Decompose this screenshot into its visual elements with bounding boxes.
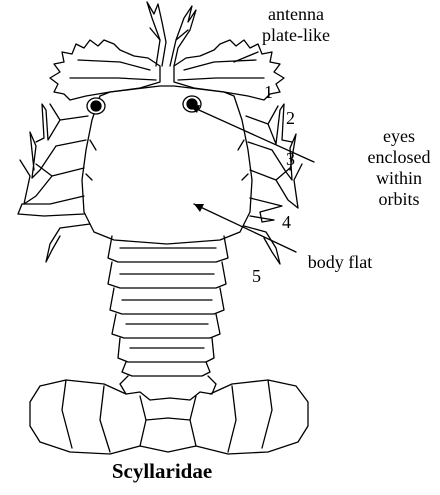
antennules	[147, 2, 196, 66]
leg-number-2: 2	[286, 108, 295, 128]
leg-number-4: 4	[282, 212, 291, 232]
body-label: body flat	[300, 252, 380, 273]
eyes-label-line-1: eyes	[358, 126, 440, 147]
legs-left	[18, 104, 90, 262]
eyes-label: eyes enclosed within orbits	[358, 126, 440, 210]
antenna-label-line-2: plate-like	[256, 25, 336, 46]
eyes-label-line-2: enclosed	[358, 147, 440, 168]
carapace	[82, 86, 252, 244]
antenna-label-line-1: antenna	[256, 4, 336, 25]
body-pointer-line	[194, 204, 296, 252]
eyes-label-line-4: orbits	[358, 189, 440, 210]
abdomen	[108, 236, 228, 376]
legs-right	[244, 104, 302, 264]
tail-fan	[30, 376, 308, 454]
eyes-label-line-3: within	[358, 168, 440, 189]
leg-number-3: 3	[286, 149, 295, 169]
leg-number-5: 5	[252, 266, 261, 286]
label-pointers	[190, 52, 314, 252]
figure-caption: Scyllaridae	[0, 459, 324, 484]
antenna-label: antenna plate-like	[256, 4, 336, 46]
eyes	[87, 96, 201, 114]
leg-number-1: 1	[264, 82, 273, 102]
antenna-plate-left	[50, 40, 160, 100]
